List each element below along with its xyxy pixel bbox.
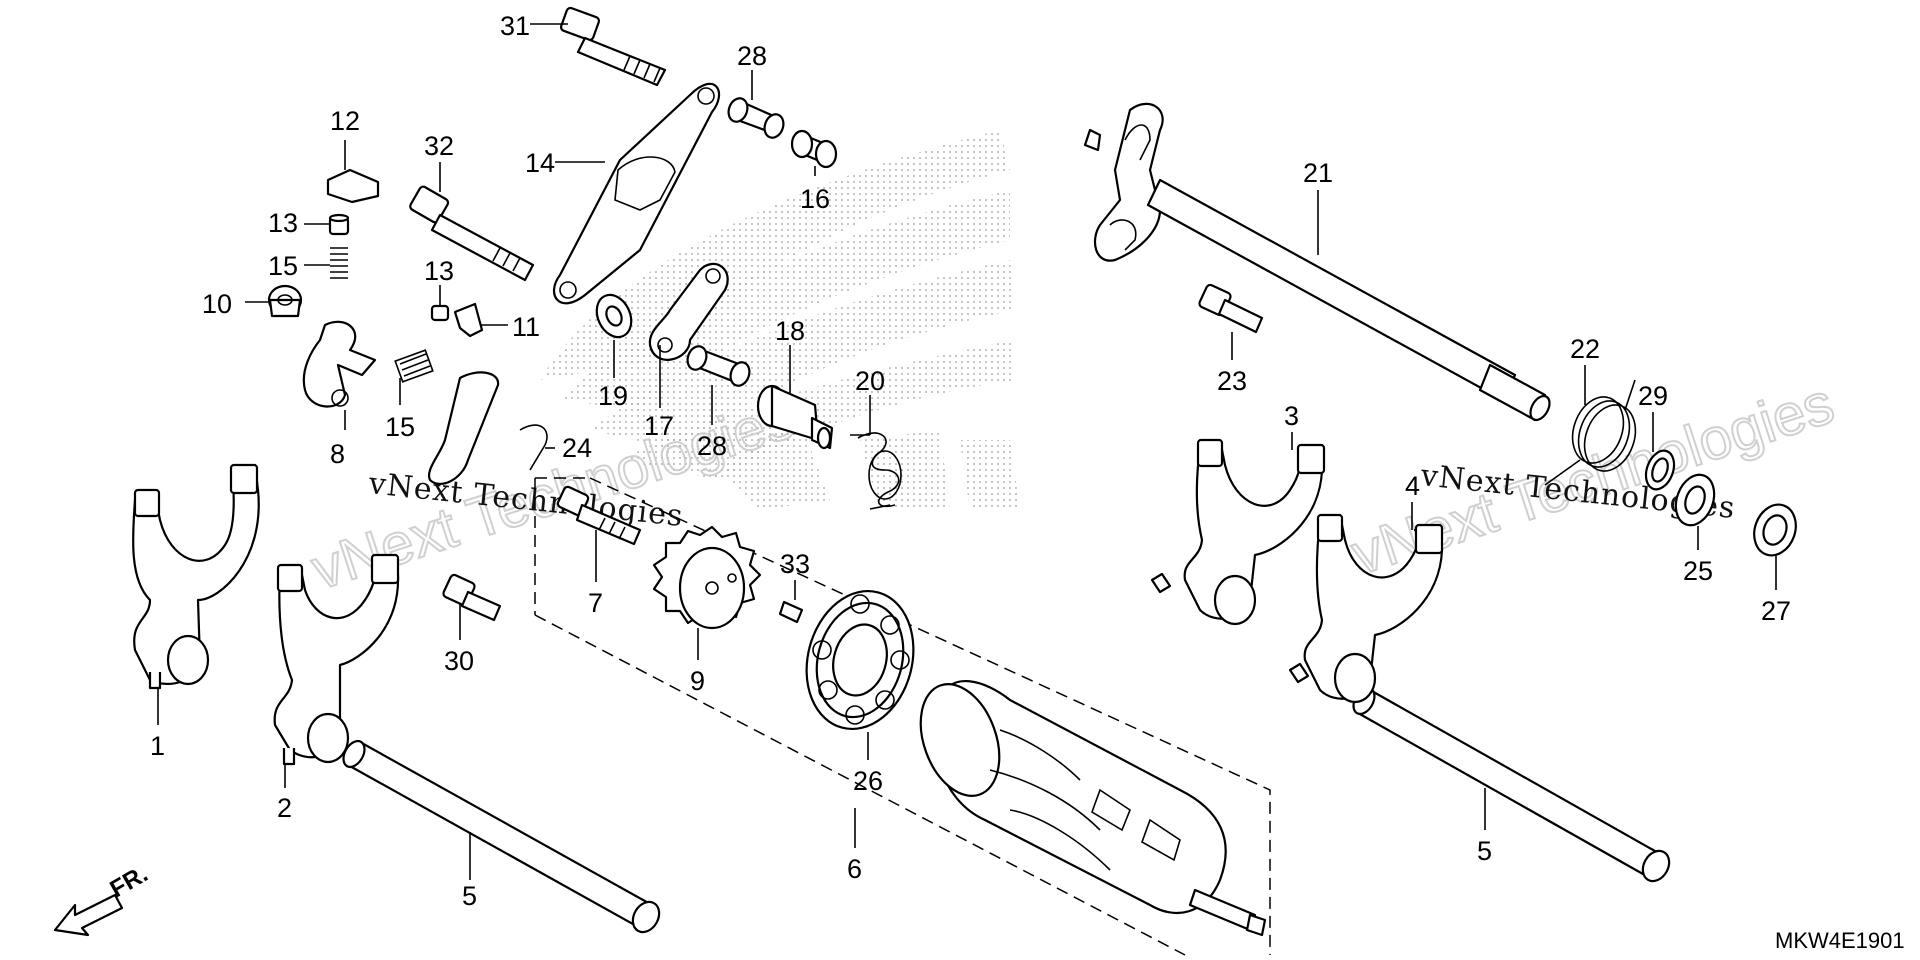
callout-25: 25 <box>1683 556 1713 586</box>
callout-17: 17 <box>644 411 674 441</box>
dowel-33 <box>778 600 804 624</box>
callout-10: 10 <box>202 289 232 319</box>
callout-7: 7 <box>588 588 603 618</box>
callout-30: 30 <box>444 646 474 676</box>
callout-24: 24 <box>562 433 592 463</box>
callout-11: 11 <box>512 312 540 342</box>
callout-21: 21 <box>1303 158 1333 188</box>
front-arrow-icon <box>53 893 124 937</box>
callout-31: 31 <box>500 11 530 41</box>
callout-13-top: 13 <box>268 208 298 238</box>
callout-19: 19 <box>598 381 628 411</box>
bolt-23 <box>1198 283 1264 334</box>
collar-10 <box>267 284 303 318</box>
callout-32: 32 <box>424 131 454 161</box>
shift-spindle-21 <box>1083 102 1551 422</box>
shift-drum-6 <box>919 679 1267 937</box>
seal-27 <box>1753 503 1797 557</box>
callout-6: 6 <box>847 854 862 884</box>
pin-13-mid <box>430 304 450 322</box>
callout-33: 33 <box>780 549 810 579</box>
callout-12: 12 <box>330 106 360 136</box>
collar-16 <box>790 129 838 169</box>
shift-fork-3 <box>1150 438 1326 626</box>
shift-fork-1 <box>132 463 260 690</box>
callout-4: 4 <box>1405 471 1420 501</box>
bolt-30 <box>442 573 502 622</box>
washer-19 <box>595 293 633 339</box>
shift-fork-2 <box>273 553 400 766</box>
spring-15-mid <box>394 349 434 383</box>
pin-13-top <box>328 213 350 236</box>
fork-shaft-5-right <box>1352 686 1671 883</box>
fork-shaft-5-left <box>342 739 661 934</box>
callout-1: 1 <box>150 731 165 761</box>
bolt-31 <box>559 6 667 87</box>
callout-13-mid: 13 <box>424 256 454 286</box>
washer-25 <box>1674 473 1716 527</box>
pin-28-top <box>727 97 785 139</box>
ring-29 <box>1644 449 1676 491</box>
bracket-17 <box>648 262 729 361</box>
callout-5-right: 5 <box>1477 836 1492 866</box>
cap-12 <box>326 168 380 204</box>
bolt-7 <box>556 485 642 546</box>
star-wheel-9 <box>652 525 762 630</box>
plate-14 <box>552 82 721 305</box>
callout-3: 3 <box>1284 401 1299 431</box>
callout-28-top: 28 <box>737 41 767 71</box>
callout-20: 20 <box>855 366 885 396</box>
callout-18: 18 <box>775 316 805 346</box>
leader-lines <box>157 23 1777 880</box>
callout-14: 14 <box>525 148 555 178</box>
plate-24 <box>427 371 548 486</box>
callout-22: 22 <box>1570 334 1600 364</box>
callout-16: 16 <box>800 184 830 214</box>
diagram-code: MKW4E1901 <box>1775 928 1905 953</box>
callout-29: 29 <box>1638 381 1668 411</box>
callout-26: 26 <box>853 766 883 796</box>
callout-28-mid: 28 <box>697 431 727 461</box>
callout-2: 2 <box>277 793 292 823</box>
stopper-arm-8 <box>302 320 377 408</box>
pin-28-mid <box>686 345 751 387</box>
bearing-26 <box>805 589 915 731</box>
shift-fork-4 <box>1288 513 1444 704</box>
callout-8: 8 <box>330 439 345 469</box>
spring-20 <box>850 432 902 510</box>
clip-11 <box>453 302 484 338</box>
spring-15-top <box>330 247 348 279</box>
callout-5-left: 5 <box>462 881 477 911</box>
bolt-32 <box>409 185 535 282</box>
callout-23: 23 <box>1217 366 1247 396</box>
callout-labels: 31 28 12 32 14 13 15 10 16 13 11 15 8 24… <box>150 11 1791 911</box>
shaft-18 <box>756 384 834 450</box>
callout-9: 9 <box>690 666 705 696</box>
callout-15-mid: 15 <box>385 412 415 442</box>
spring-22 <box>1544 379 1637 486</box>
drum-assembly-outline <box>534 477 1271 956</box>
callout-15-top: 15 <box>268 251 298 281</box>
callout-27: 27 <box>1761 596 1791 626</box>
